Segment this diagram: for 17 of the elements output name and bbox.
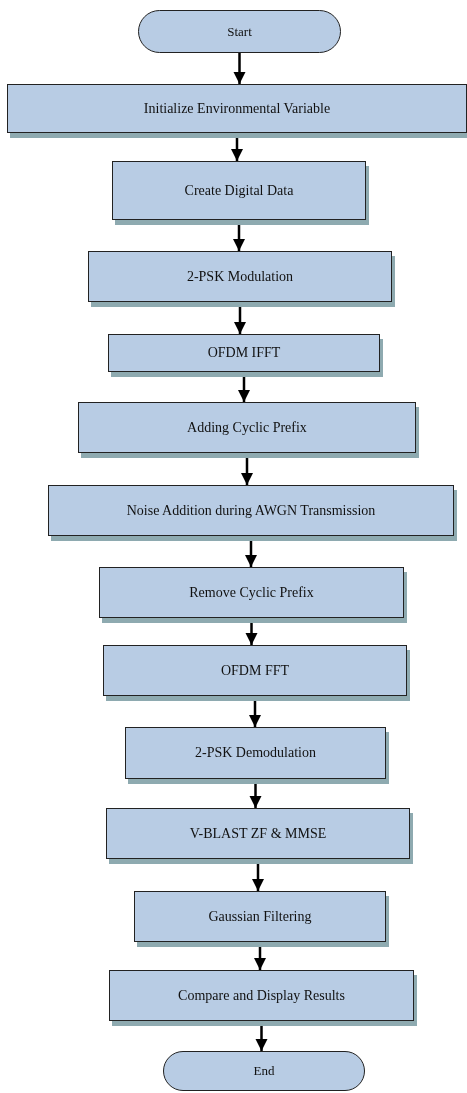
node-label: End [253,1063,275,1079]
node-label: OFDM FFT [220,662,290,679]
node-label: Remove Cyclic Prefix [189,584,314,601]
node-label: Adding Cyclic Prefix [187,419,307,436]
node-label: OFDM IFFT [207,345,281,361]
node-label: Gaussian Filtering [208,908,312,925]
node-label: 2-PSK Modulation [186,268,294,285]
node-label: Noise Addition during AWGN Transmission [126,502,376,519]
node-label: Create Digital Data [184,182,294,199]
terminal-shape [163,1051,365,1091]
terminal-shape [138,10,341,53]
arrow [233,53,246,84]
node-label: Start [227,23,252,40]
node-label: Initialize Environmental Variable [143,100,331,117]
node-label: 2-PSK Demodulation [195,745,316,761]
node-label: Compare and Display Results [178,987,345,1004]
node-label: V-BLAST ZF & MMSE [189,825,327,842]
